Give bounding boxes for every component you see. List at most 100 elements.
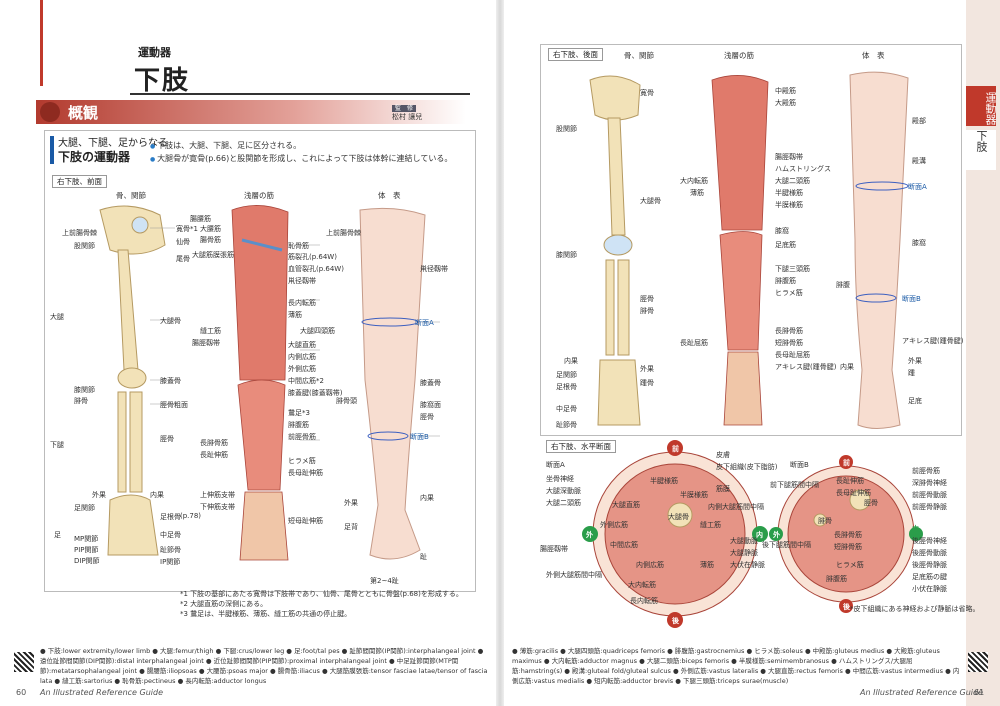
label-r-knee: 膝関節 (556, 251, 577, 259)
book-title-left: An Illustrated Reference Guide (40, 688, 163, 697)
label-r-flex-hallucis-longus: 長母趾屈筋 (775, 351, 810, 359)
label-surf-patella: 膝蓋骨 (420, 379, 441, 387)
glossary-left: ● 下肢:lower extremity/lower limb ● 大腿:fem… (40, 647, 488, 685)
label-sacrum: 仙骨 (176, 238, 190, 246)
label-cb-ptv: 後脛骨静脈 (912, 561, 947, 569)
qr-code-right[interactable] (968, 652, 988, 672)
label-section-b: 断面B (410, 433, 429, 441)
label-ca-lat-septum: 外側大腿筋間中隔 (546, 571, 602, 579)
label-section-a: 断面A (415, 319, 434, 327)
overview-banner: 概観 (36, 100, 466, 124)
label-inf-ext-retinaculum: 下伸筋支帯 (200, 503, 235, 511)
label-r-gracilis: 薄筋 (690, 189, 704, 197)
label-ca-biceps: 大腿二頭筋 (546, 499, 581, 507)
label-cb-plantaris-tendon: 足底筋の腱 (912, 573, 947, 581)
label-hip-bone: 寛骨*1 (176, 225, 198, 233)
label-leg: 下腿 (50, 441, 64, 449)
label-r-hip-joint: 股関節 (556, 125, 577, 133)
lead-small: 大腿、下腿、足からなる (58, 138, 168, 149)
label-r-section-b: 断面B (902, 295, 921, 303)
label-cb-tib-ant: 前脛骨筋 (912, 467, 940, 475)
label-rectus-femoris: 大腿直筋 (288, 341, 316, 349)
label-cb-atv: 前脛骨静脈 (912, 503, 947, 511)
label-surf-dorsum: 足背 (344, 523, 358, 531)
gutter (496, 0, 504, 706)
label-r-hip-bone: 寛骨 (640, 89, 654, 97)
label-ankle-joint: 足関節 (74, 504, 95, 512)
muscle-illustration (231, 205, 289, 561)
label-r-gluteus-medius: 中殿筋 (775, 87, 796, 95)
label-metatarsals: 中足骨 (160, 531, 181, 539)
col-header-surface-r: 体 表 (862, 51, 885, 60)
label-r-calf: 腓腹 (836, 281, 850, 289)
label-r-it-band: 腸脛靱帯 (775, 153, 803, 161)
bone-illustration-back (589, 75, 641, 426)
label-ca-semitendinosus: 半腱様筋 (650, 477, 678, 485)
label-surf-tibia: 脛骨 (420, 413, 434, 421)
cross-section-b (769, 455, 923, 613)
label-r-medial-mall: 内果 (564, 357, 578, 365)
book-title-right: An Illustrated Reference Guide (860, 688, 983, 697)
label-phalanges: 趾節骨 (160, 546, 181, 554)
caption-cross: 右下肢、水平断面 (546, 440, 616, 453)
label-cb-medial: 内 (912, 525, 919, 533)
bone-illustration (99, 205, 166, 556)
section-label: 運動器 (138, 46, 171, 59)
label-ip-joint: IP関節 (160, 558, 181, 566)
bullet-1: 下肢は、大腿、下腿、足に区分される。 (150, 140, 301, 151)
label-gracilis: 薄筋 (288, 311, 302, 319)
label-knee-joint: 膝関節 (74, 386, 95, 394)
supervisor-name: 松村 讓兒 (392, 113, 423, 121)
label-r-phalanges: 趾節骨 (556, 421, 577, 429)
label-ca-title: 断面A (546, 461, 565, 469)
tab-locomotor[interactable]: 運動器 (966, 86, 997, 126)
label-hip-joint: 股関節 (74, 242, 95, 250)
label-r-achilles: アキレス腱(踵骨腱) (775, 363, 837, 371)
label-r-surf-med-mall: 内果 (840, 363, 854, 371)
label-ext-hallucis-brevis: 短母趾伸筋 (288, 517, 323, 525)
label-thigh: 大腿 (50, 313, 64, 321)
col-header-muscle-r: 浅層の筋 (724, 51, 754, 60)
label-r-heel: 踵 (908, 369, 915, 377)
page-number-left: 60 (16, 688, 27, 697)
label-r-tarsals: 足根骨 (556, 383, 577, 391)
label-r-semitendinosus: 半腱様筋 (775, 189, 803, 197)
label-pip-joint: PIP関節 (74, 546, 99, 554)
page-number-right: 61 (974, 688, 985, 697)
label-quadriceps: 大腿四頭筋 (300, 327, 335, 335)
label-pectineus: 恥骨筋 (288, 242, 309, 250)
label-sartorius: 縫工筋 (200, 327, 221, 335)
label-cb-posterior: 後 (843, 603, 850, 611)
label-ca-femur: 大腿骨 (668, 513, 689, 521)
label-vastus-medialis: 内側広筋 (288, 353, 316, 361)
lead-bar (50, 136, 54, 164)
label-r-gluteal-fold: 殿溝 (912, 157, 926, 165)
label-vastus-intermedius: 中間広筋*2 (288, 377, 324, 385)
label-femur: 大腿骨 (160, 317, 181, 325)
footnote-1: *1 下肢の基部にあたる寛骨は下肢帯であり、仙骨、尾骨とともに骨盤(p.68)を… (180, 590, 463, 598)
figure-caption: 右下肢、前面 (52, 175, 107, 188)
tab-lower-limb[interactable]: 下肢 (966, 130, 996, 170)
label-vastus-lateralis: 外側広筋 (288, 365, 316, 373)
label-surf-med-malleolus: 内果 (420, 494, 434, 502)
overview-heading: 概観 (68, 104, 99, 122)
label-r-hamstrings: ハムストリングス (775, 165, 831, 173)
label-tfl: 大腿筋膜張筋 (192, 251, 234, 259)
legend-subcutaneous: 皮下組織(皮下脂肪) (716, 463, 778, 471)
label-r-gluteus-max: 大殿筋 (775, 99, 796, 107)
glossary-right: ● 薄筋:gracilis ● 大腿四頭筋:quadriceps femoris… (512, 647, 960, 685)
label-ca-it-band: 腸脛靱帯 (540, 545, 568, 553)
label-cb-pl: 長腓骨筋 (834, 531, 862, 539)
label-surf-inguinal: 鼡径靱帯 (420, 265, 448, 273)
label-ca-med-septum: 内側大腿筋間中隔 (708, 503, 764, 511)
label-cb-soleus: ヒラメ筋 (836, 561, 864, 569)
col-header-surface: 体 表 (378, 191, 401, 200)
label-ext-digitorum-longus: 長趾伸筋 (200, 451, 228, 459)
label-r-triceps-surae: 下腿三頭筋 (775, 265, 810, 273)
label-psoas-major: 大腰筋 (200, 225, 221, 233)
qr-code-left[interactable] (14, 652, 34, 672)
label-r-surf-lat-mall: 外果 (908, 357, 922, 365)
label-page-ref: (p.78) (180, 512, 202, 520)
label-r-flex-digitorum-longus: 長趾屈筋 (680, 339, 708, 347)
label-r-metatarsals: 中足骨 (556, 405, 577, 413)
